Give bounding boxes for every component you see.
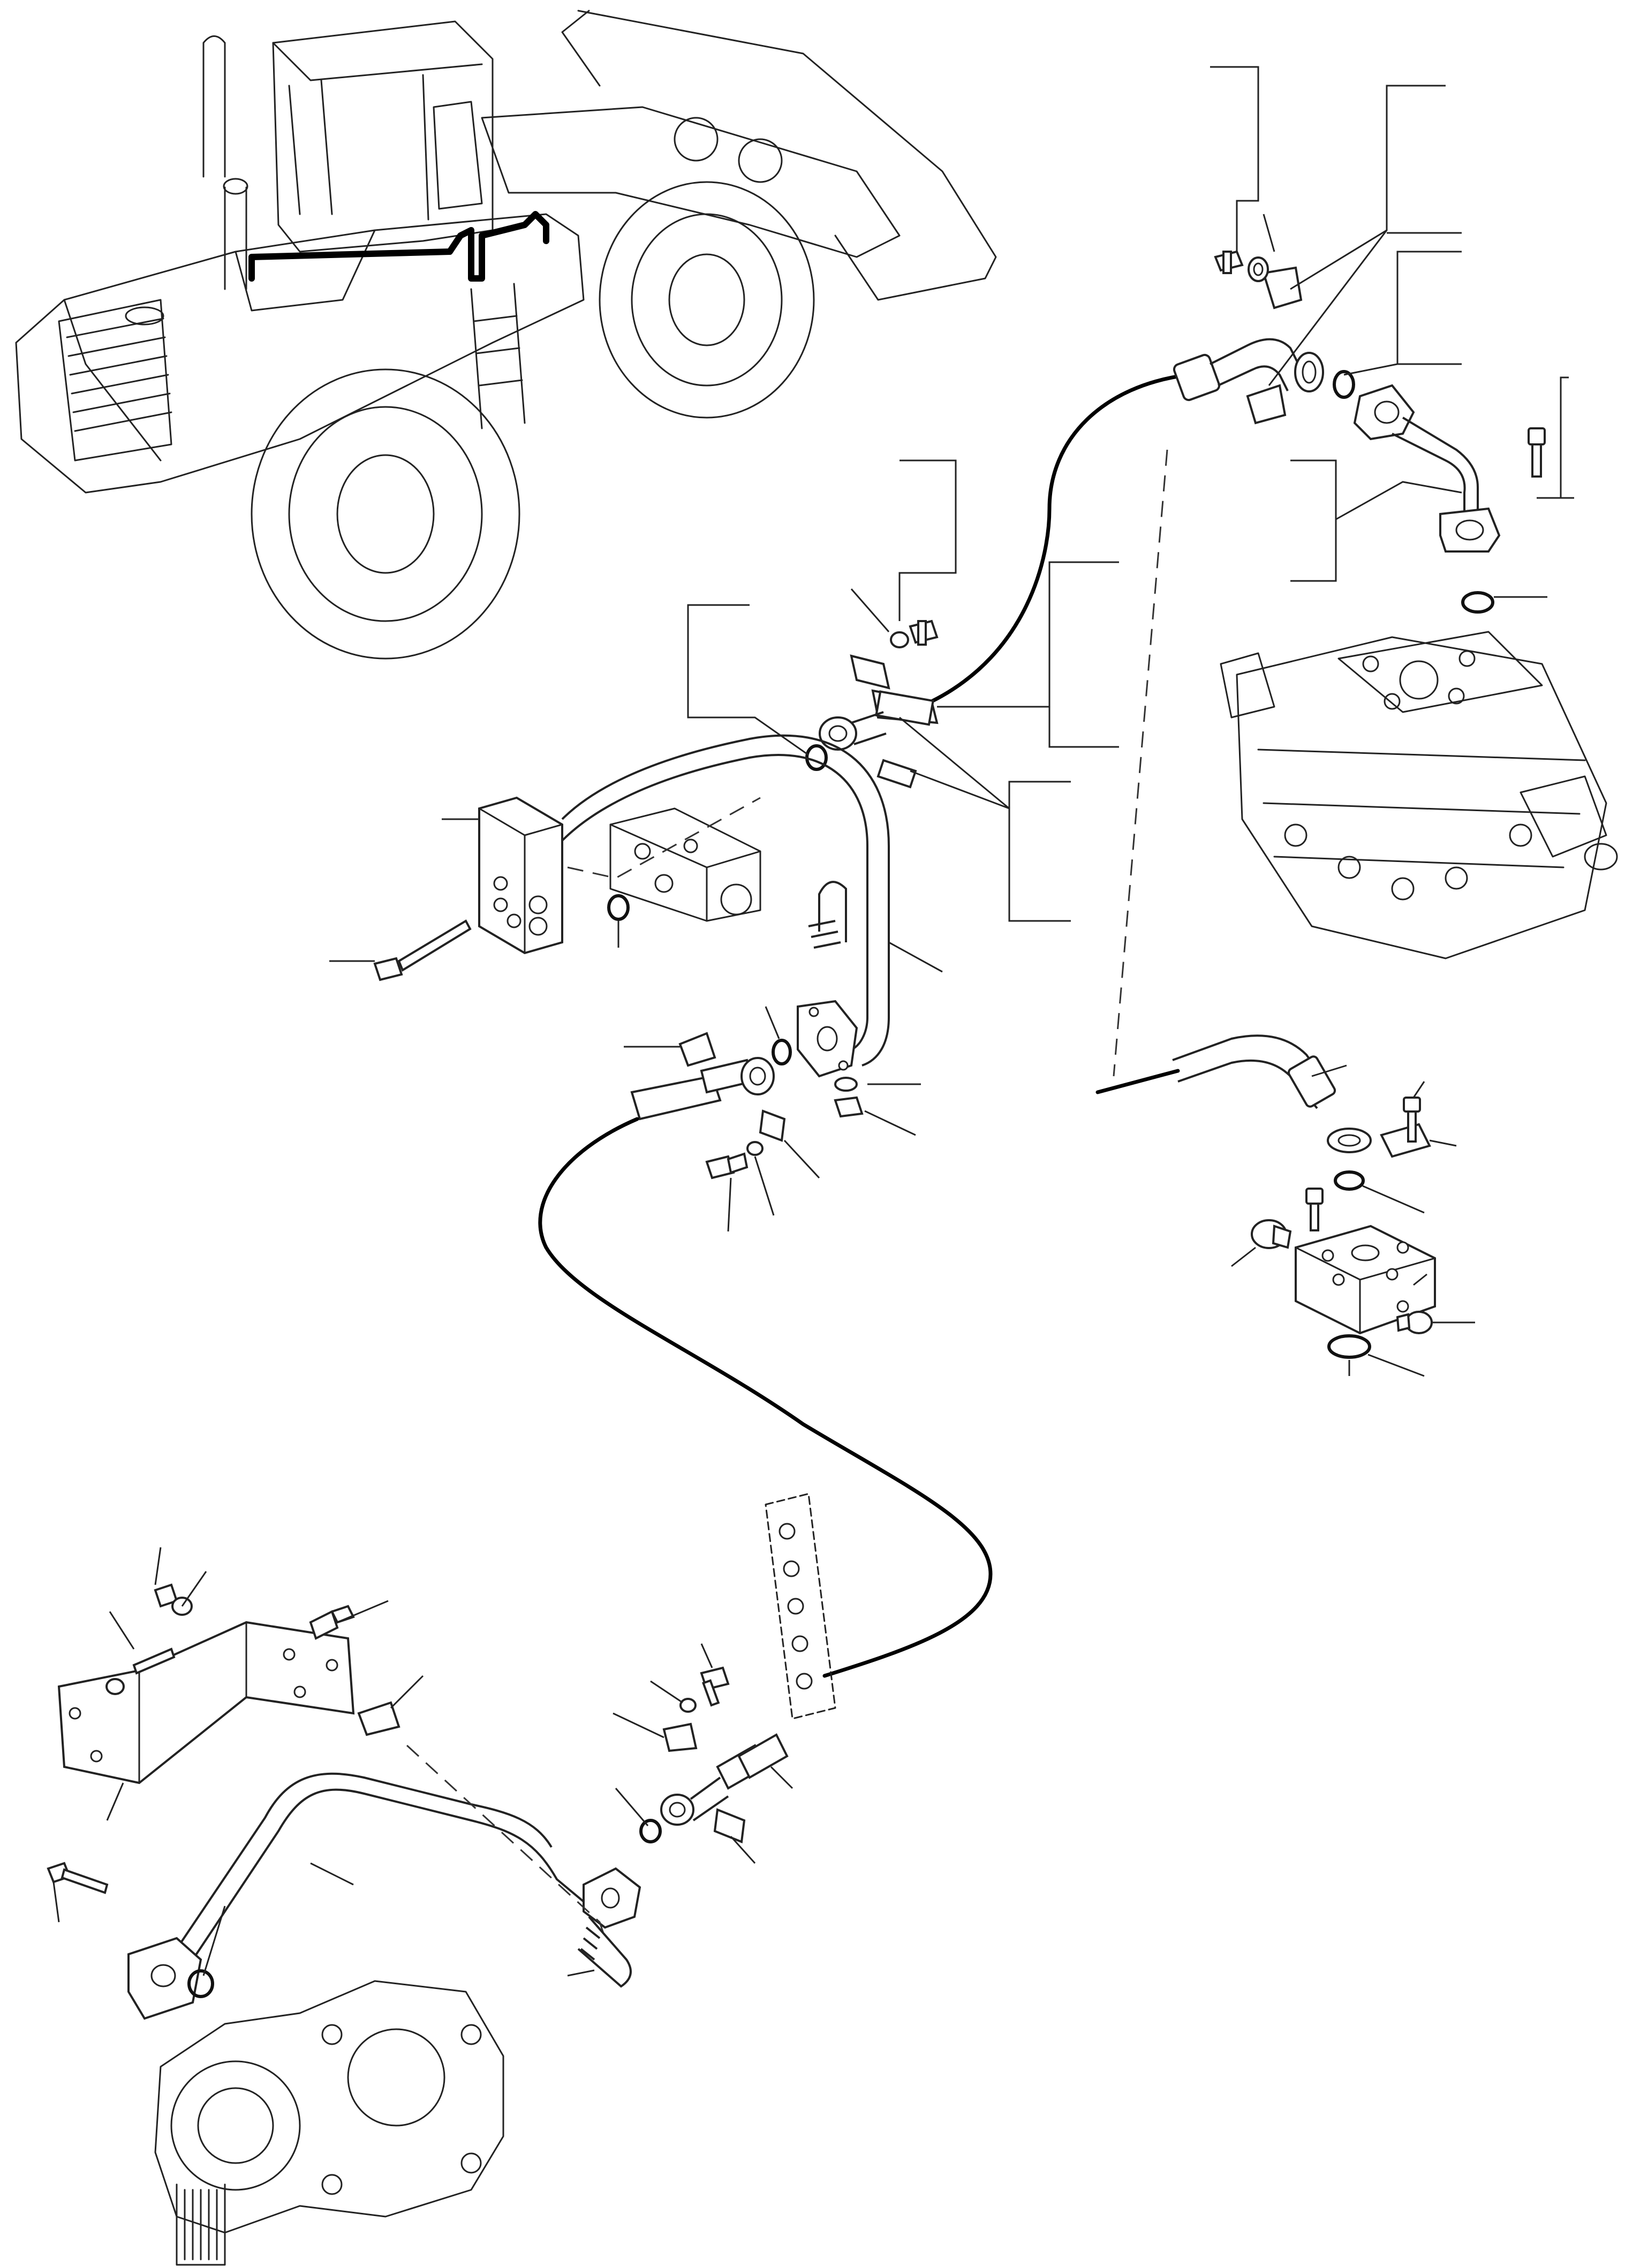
control-valve xyxy=(1220,631,1618,959)
cab xyxy=(272,20,494,253)
valve-block-left xyxy=(478,796,563,955)
pipe-elbow-with-flange xyxy=(1353,384,1501,553)
dash-guide-lower xyxy=(406,1744,606,1939)
pilot-hose-right xyxy=(1095,1069,1180,1094)
split-flange-bottom xyxy=(662,1722,746,1843)
manifold-block-right xyxy=(1295,1224,1436,1335)
o-ring-pump xyxy=(187,1969,214,1998)
bolt-and-washer-center-lower xyxy=(705,1141,764,1180)
socket-head-bolt-right xyxy=(1403,1097,1421,1143)
steel-pipe-lower xyxy=(176,1772,590,1961)
pump-flange-bolt xyxy=(47,1862,109,1894)
hose-fitting-center-upper xyxy=(819,689,939,751)
bolt-and-washer-top xyxy=(1214,250,1269,282)
plug-right xyxy=(1396,1311,1433,1334)
front-wheel xyxy=(599,181,815,419)
split-flange-right xyxy=(1380,1123,1431,1158)
u-bolt-lower xyxy=(577,1916,632,1988)
bolt-and-washer-bottom xyxy=(679,1666,730,1713)
hose-fitting-right xyxy=(1172,1034,1372,1153)
hose-fitting-bottom xyxy=(660,1733,789,1826)
pilot-valve xyxy=(609,807,761,922)
plug-left xyxy=(1251,1219,1292,1249)
o-ring-valve xyxy=(1461,591,1494,614)
radiator-grille xyxy=(58,299,172,462)
o-ring-block xyxy=(1327,1334,1371,1359)
rear-wheel xyxy=(251,368,520,660)
clip xyxy=(357,1701,400,1736)
mounting-bar xyxy=(765,1493,836,1720)
flange-center xyxy=(797,1000,858,1078)
hose-route-highlight xyxy=(248,211,549,282)
split-flange-halves-top xyxy=(1246,266,1303,425)
hydraulic-pump xyxy=(154,1980,504,2266)
split-flange-center-lower xyxy=(678,1032,786,1142)
elbow-hose-fitting-top xyxy=(1173,338,1324,402)
leader-lines xyxy=(52,66,1574,1977)
o-ring-bottom xyxy=(639,1819,662,1843)
wheel-loader xyxy=(15,10,997,660)
bolt-and-washer-center-upper xyxy=(890,619,939,648)
socket-head-bolt-block xyxy=(1305,1188,1324,1231)
o-ring-flange-center xyxy=(772,1039,792,1065)
bracket xyxy=(57,1621,355,1785)
pipe-lower-flanges xyxy=(127,1867,641,2020)
boom-and-bucket xyxy=(481,10,997,301)
o-ring-right xyxy=(1334,1170,1365,1191)
dash-guide-center xyxy=(567,797,761,879)
u-bolt-upper xyxy=(808,881,847,949)
washer-and-nut-center xyxy=(834,1077,864,1118)
bracket-bolts xyxy=(105,1583,355,1695)
pilot-hose-long xyxy=(538,1117,993,1678)
split-flange-center-upper xyxy=(850,654,917,789)
long-bolt-left xyxy=(373,919,472,981)
steel-pipe-loop xyxy=(561,734,890,1067)
socket-head-bolt-top xyxy=(1528,427,1546,478)
hose-upper-dash-guide xyxy=(1113,449,1168,1077)
o-ring-top xyxy=(1333,370,1355,399)
o-ring-valve-block xyxy=(607,894,630,921)
o-ring-center-upper xyxy=(805,744,828,771)
hose-fitting-center-lower xyxy=(630,1057,775,1121)
pilot-hose-upper xyxy=(929,373,1191,704)
